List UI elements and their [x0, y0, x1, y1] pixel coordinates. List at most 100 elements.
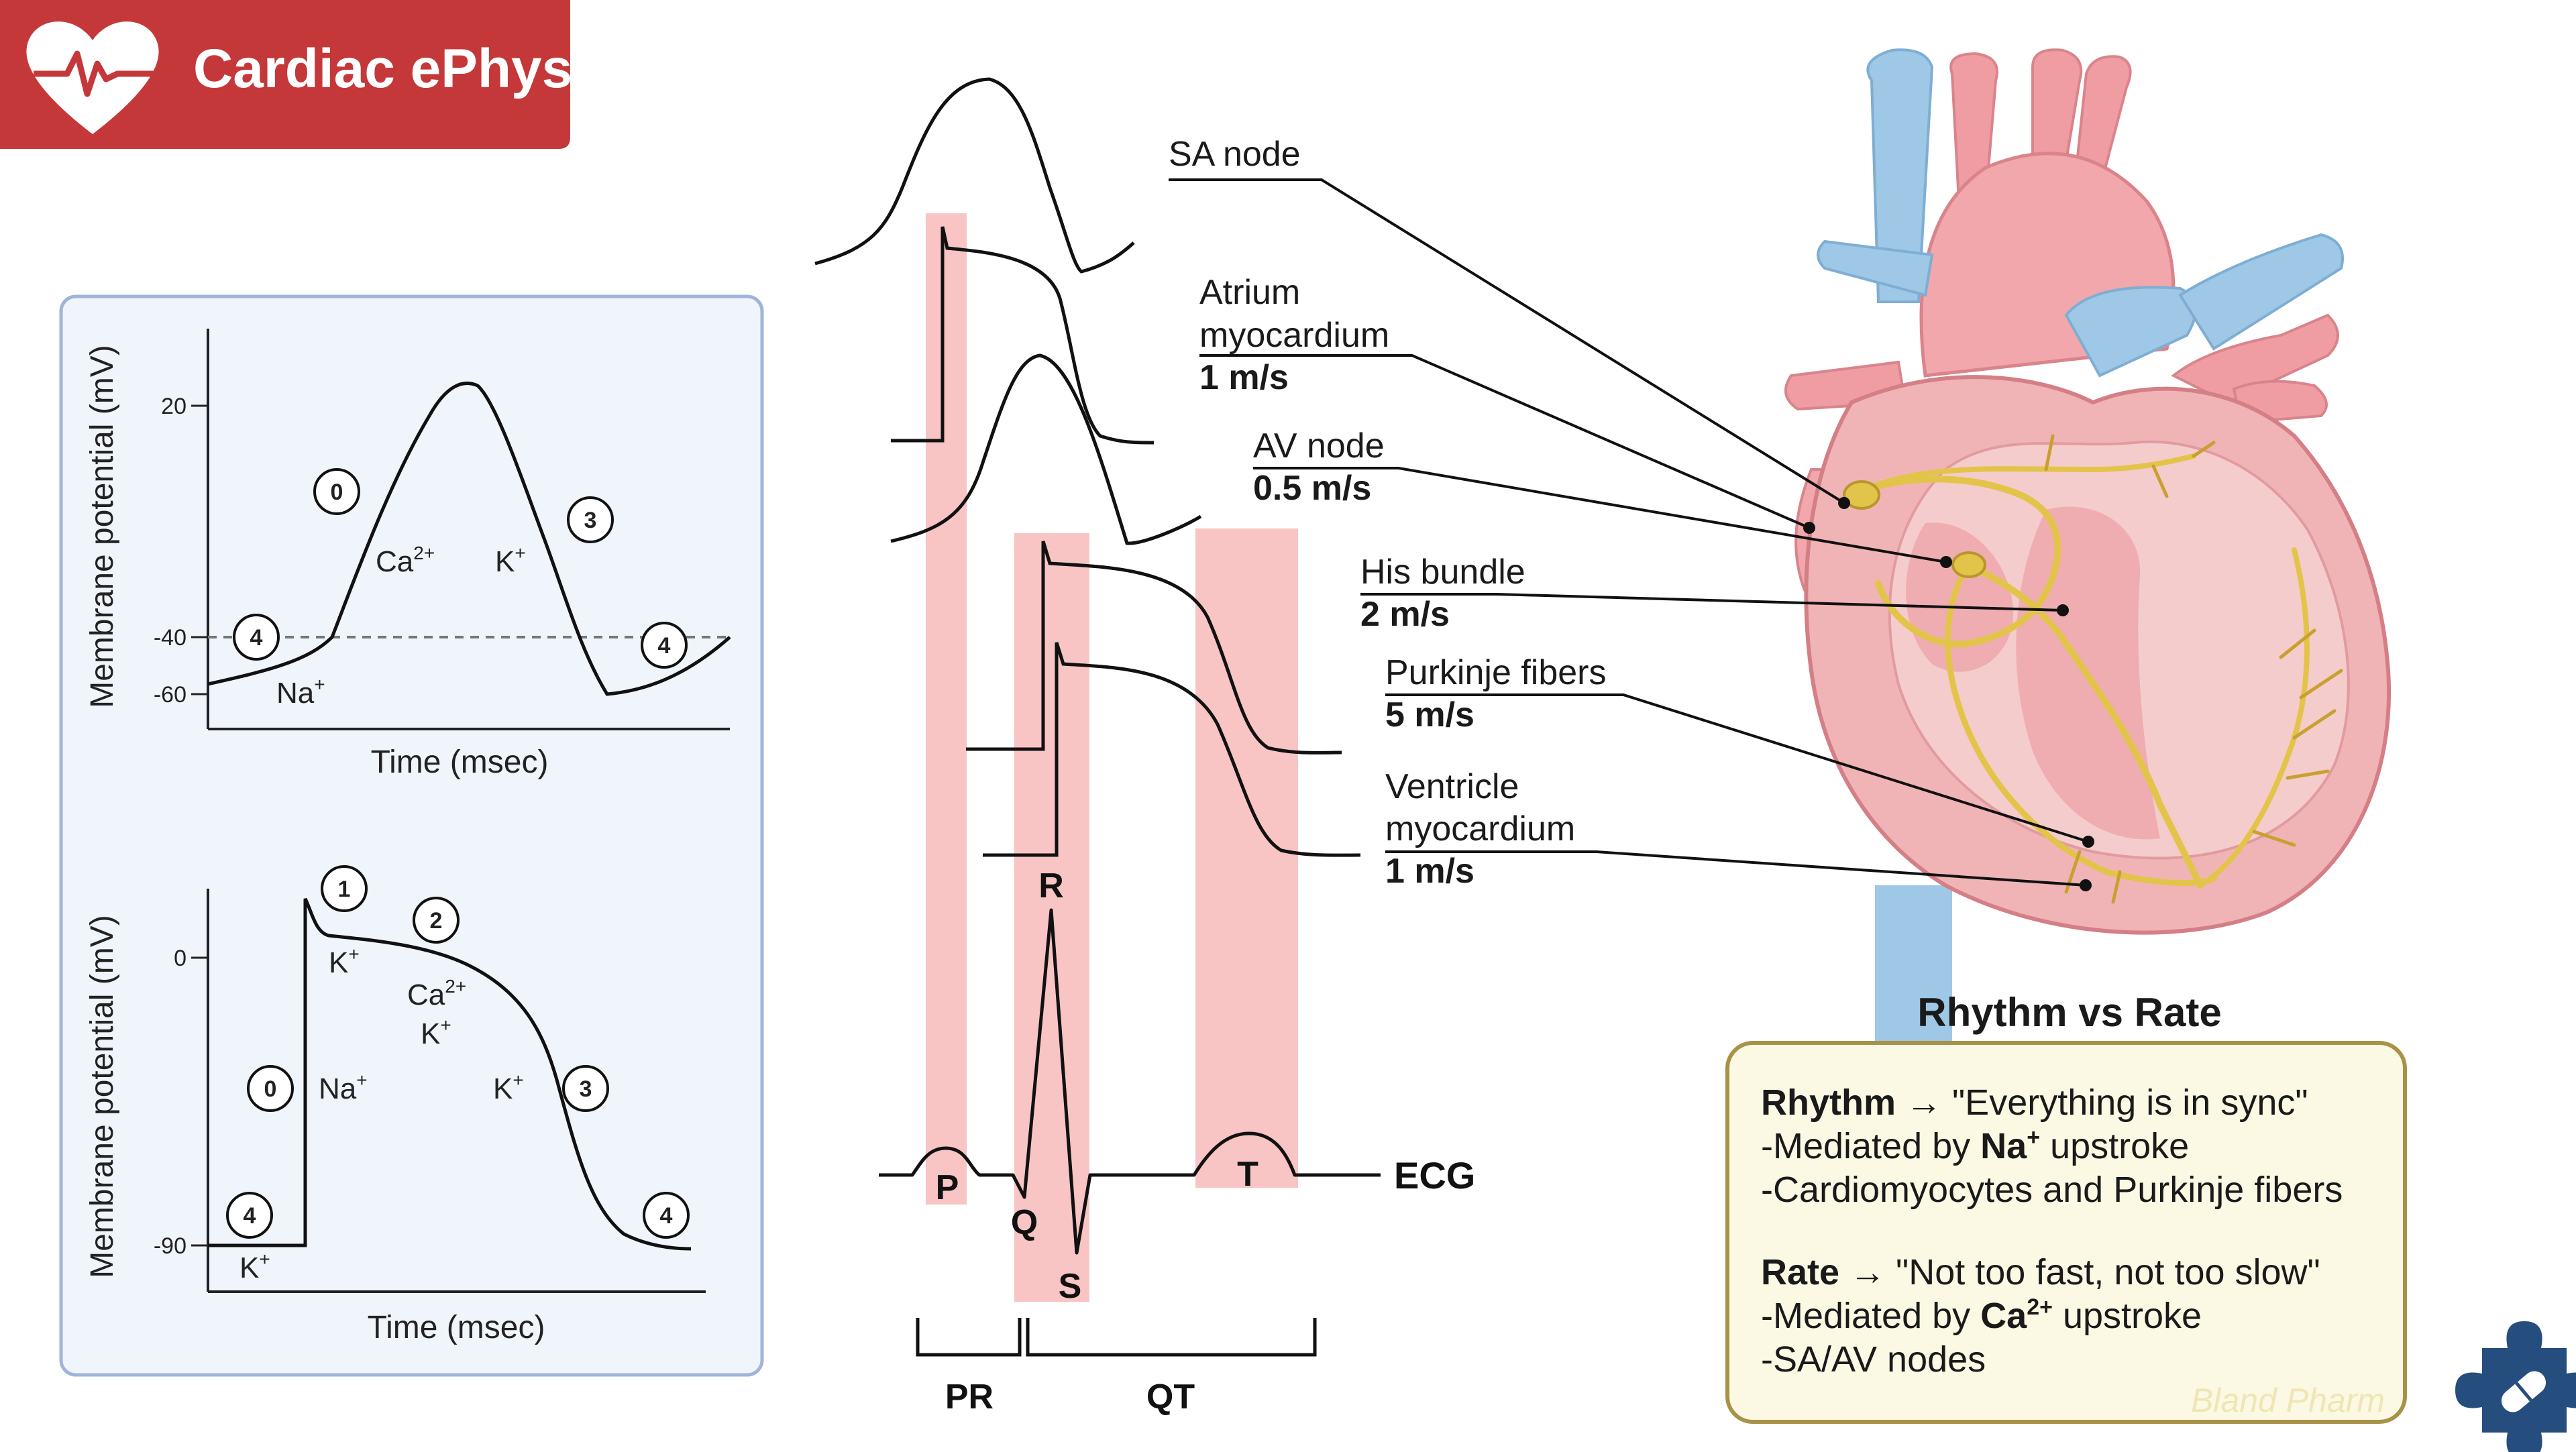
leader-sa-node	[1169, 178, 1845, 504]
graph1-phase-4-right: 4	[658, 633, 671, 659]
leader-his-bundle	[1360, 593, 2063, 612]
ecg-t-label: T	[1237, 1155, 1258, 1194]
internodal-pathway	[1855, 476, 2061, 648]
graph1-phase-4-left: 4	[250, 625, 263, 651]
label-his-bundle: His bundle	[1360, 553, 1525, 592]
ecg-label: ECG	[1394, 1154, 1475, 1196]
graph2-phase-1-marker	[321, 865, 368, 912]
graph2-ion-calcium: Ca2+	[407, 976, 466, 1011]
graph2-ion-potassium-3: K+	[493, 1070, 524, 1105]
graph1-tick-20: 20	[161, 394, 186, 419]
leader-atrium	[1199, 354, 1810, 529]
graph2-phase-1: 1	[338, 877, 351, 902]
graph1-ion-potassium: K+	[495, 543, 526, 578]
rhythm-box-title: Rhythm vs Rate	[1917, 990, 2221, 1035]
graph2-ion-potassium-1: K+	[329, 944, 360, 979]
graph2-phase-0: 0	[264, 1076, 277, 1102]
graph2-ion-potassium-4: K+	[239, 1249, 270, 1284]
page-title: Cardiac ePhys	[193, 38, 572, 99]
qt-interval-bracket	[1026, 1318, 1317, 1357]
rhythm-line-1: Rhythm → "Everything is in sync"	[1761, 1082, 2308, 1123]
graph2-tick-neg90: -90	[154, 1233, 186, 1259]
nodal-action-potential-curve	[207, 382, 731, 696]
graph2-phase-4-right-marker	[643, 1192, 690, 1239]
pulmonary-trunk	[2064, 286, 2197, 378]
graph2-phase-4-left-marker	[226, 1192, 273, 1239]
ecg-q-label: Q	[1011, 1203, 1038, 1242]
label-purkinje-speed: 5 m/s	[1385, 695, 1474, 734]
label-atrium-line1: Atrium	[1199, 273, 1300, 312]
graph1-tick-neg60: -60	[154, 682, 186, 708]
rhythm-line-2: -Mediated by Na+ upstroke	[1761, 1125, 2189, 1166]
graph2-phase-2-marker	[413, 897, 460, 944]
graph1-tick-neg40: -40	[154, 625, 186, 651]
rhythm-box	[1725, 1041, 2407, 1424]
graph1-phase-0: 0	[331, 480, 343, 505]
his-bundle-branch	[1962, 560, 2204, 889]
graph1-phase-4-right-marker	[641, 622, 688, 669]
heart-ecg-icon	[26, 21, 159, 134]
label-his-speed: 2 m/s	[1360, 595, 1450, 634]
t-wave-band	[1195, 528, 1298, 1188]
graph1-phase-3-marker	[567, 496, 614, 543]
graph2-tick-0: 0	[174, 946, 186, 971]
ecg-p-label: P	[936, 1168, 959, 1207]
nodal-action-potential-graph: 20 -40 -60 Membrane potential (mV) Time …	[85, 329, 731, 780]
graph2-phase-4-right: 4	[660, 1203, 673, 1229]
rate-line-2: -Mediated by Ca2+ upstroke	[1761, 1294, 2202, 1336]
sa-node-waveform	[814, 77, 1135, 274]
graph2-ion-potassium-2: K+	[421, 1015, 451, 1050]
conduction-labels: SA node Atrium myocardium 1 m/s AV node …	[1169, 135, 2094, 891]
ventricle-waveform	[983, 642, 1361, 857]
myocyte-action-potential-curve	[208, 897, 692, 1251]
graph1-ion-calcium: Ca2+	[376, 543, 435, 578]
myocyte-action-potential-graph: 0 -90 Membrane potential (mV) Time (msec…	[85, 865, 706, 1345]
graph1-phase-3: 3	[584, 508, 597, 533]
rhythm-line-3: -Cardiomyocytes and Purkinje fibers	[1761, 1170, 2343, 1210]
rate-line-3: -SA/AV nodes	[1761, 1339, 1986, 1380]
pr-interval-bracket	[916, 1318, 1022, 1357]
ecg-trace	[879, 908, 1381, 1255]
graph1-phase-0-marker	[313, 468, 360, 515]
his-purkinje-waveform	[966, 541, 1342, 755]
label-ventricle-line2: myocardium	[1385, 809, 1575, 848]
graph1-phase-4-left-marker	[233, 614, 280, 661]
pr-interval-label: PR	[945, 1378, 994, 1416]
label-atrium-line2: myocardium	[1199, 316, 1389, 355]
graph1-y-label: Membrane potential (mV)	[85, 345, 120, 708]
av-node-marker	[1951, 551, 1986, 578]
graph2-y-label: Membrane potential (mV)	[85, 915, 120, 1278]
graph2-phase-2: 2	[430, 908, 443, 934]
label-purkinje: Purkinje fibers	[1385, 653, 1606, 692]
graph2-phase-4-left: 4	[244, 1203, 256, 1229]
label-av-node: AV node	[1253, 427, 1385, 465]
ecg-s-label: S	[1059, 1267, 1082, 1306]
av-node-waveform	[890, 353, 1202, 545]
watermark: Bland Pharm	[2191, 1382, 2385, 1419]
label-av-speed: 0.5 m/s	[1253, 469, 1371, 508]
rate-line-1: Rate → "Not too fast, not too slow"	[1761, 1252, 2320, 1292]
graph2-ion-sodium: Na+	[319, 1070, 368, 1105]
puzzle-pill-icon	[2455, 1321, 2576, 1452]
qt-interval-label: QT	[1146, 1378, 1195, 1416]
graph2-phase-3-marker	[562, 1065, 609, 1112]
leader-purkinje	[1385, 693, 2089, 843]
graph1-x-label: Time (msec)	[371, 744, 549, 780]
sa-node-marker	[1843, 480, 1880, 510]
label-sa-node: SA node	[1169, 135, 1301, 174]
p-wave-band	[926, 213, 967, 1205]
ecg-r-label: R	[1038, 867, 1064, 905]
graph1-ion-sodium: Na+	[276, 674, 325, 710]
label-ventricle-speed: 1 m/s	[1385, 852, 1474, 891]
graph2-x-label: Time (msec)	[368, 1310, 545, 1345]
superior-vena-cava	[1866, 48, 1934, 303]
label-atrium-speed: 1 m/s	[1199, 358, 1289, 397]
graph2-phase-0-marker	[247, 1065, 294, 1112]
header-banner: Cardiac ePhys	[0, 0, 572, 149]
leader-ventricle	[1385, 850, 2086, 887]
leader-av-node	[1253, 467, 1947, 563]
label-ventricle-line1: Ventricle	[1385, 767, 1519, 806]
graph2-phase-3: 3	[580, 1076, 592, 1102]
conduction-timing-diagram: ECG P Q R S T PR QT	[814, 77, 1475, 1416]
